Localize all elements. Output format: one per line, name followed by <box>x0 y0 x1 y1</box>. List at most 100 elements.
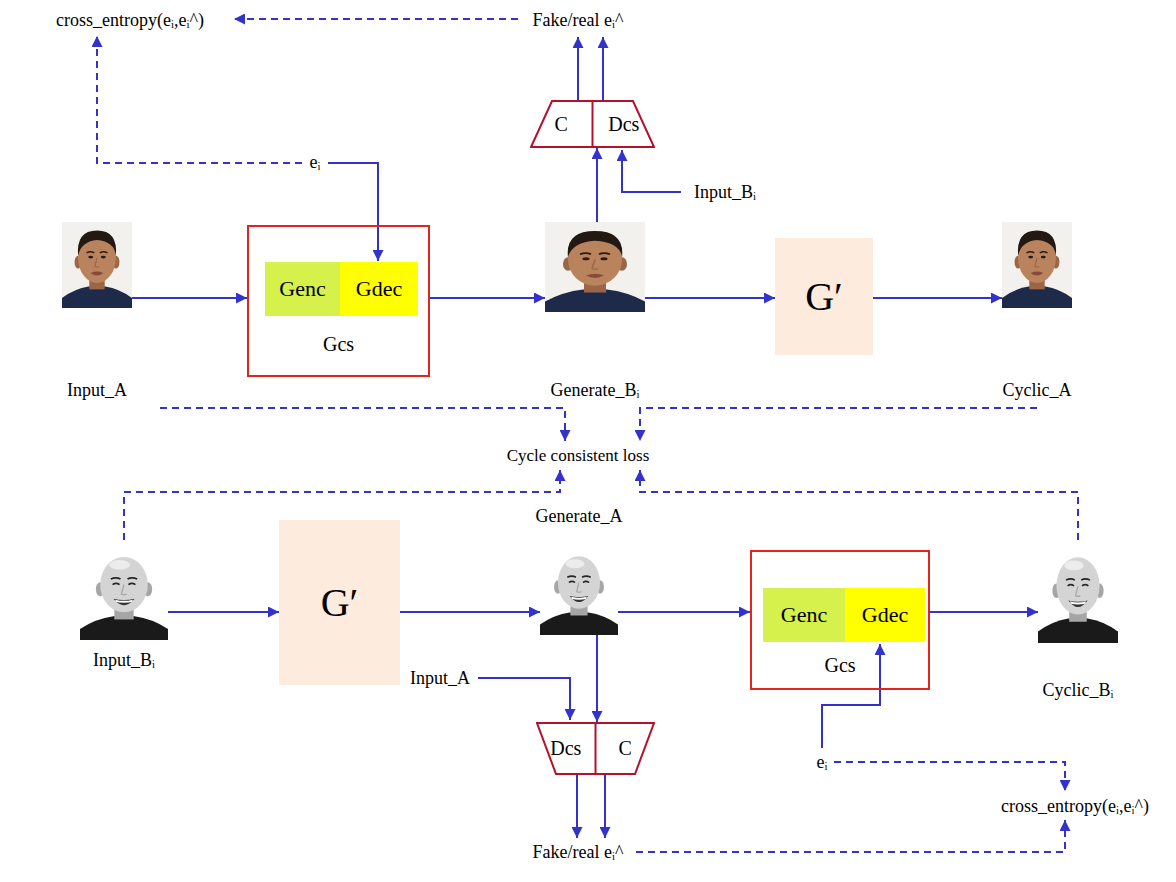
generator-part: Genc <box>265 262 340 316</box>
face-photo <box>1038 545 1118 643</box>
face-part <box>101 256 106 259</box>
label-holder: Cycle consistent loss <box>507 446 650 466</box>
flow-arrow <box>400 611 540 613</box>
generator-box: Gcs Genc Gdec <box>750 550 930 690</box>
label-holder: eᵢ <box>310 152 321 173</box>
face-part <box>128 583 135 584</box>
face-part <box>1002 222 1072 308</box>
loss-line <box>97 36 302 163</box>
flow-arrow <box>645 297 775 299</box>
module-name: G′ <box>321 580 359 626</box>
module-name: Gdec <box>862 602 908 627</box>
face-part <box>1056 557 1099 614</box>
face-part <box>1066 579 1075 580</box>
face-part <box>1076 586 1081 597</box>
face-image: Cyclic_Bᵢ <box>1038 545 1118 701</box>
face-part <box>1002 287 1072 309</box>
loss-line <box>160 408 565 441</box>
trapezoid-shape <box>537 723 654 774</box>
flow-arrow <box>430 297 545 299</box>
module-name: Genc <box>781 602 827 627</box>
module-name: Gcs <box>249 333 428 356</box>
output-line <box>576 775 578 838</box>
face-part <box>1068 601 1087 608</box>
flow-arrow <box>873 297 1002 299</box>
module-name: Gdec <box>356 276 402 301</box>
module-name: Dcs <box>593 113 656 136</box>
flow-arrow <box>168 611 279 613</box>
face-part <box>115 600 133 603</box>
label-holder: cross_entropy(eᵢ,eᵢ^) <box>56 10 204 31</box>
flow-arrow <box>596 148 598 222</box>
annotation-label: eᵢ <box>310 152 321 173</box>
output-line <box>604 775 606 838</box>
annotation-label: Cycle consistent loss <box>507 446 650 466</box>
annotation-label: Fake/real eᵢ^ <box>533 10 624 31</box>
module-name: Dcs <box>536 737 596 760</box>
face-part <box>558 556 600 609</box>
annotation-label: Input_A <box>410 668 470 689</box>
face-part <box>62 287 132 309</box>
face-part <box>1070 601 1086 604</box>
input-line <box>478 678 570 720</box>
face-part <box>1081 579 1090 580</box>
label-holder: Input_A <box>410 668 470 689</box>
loss-line <box>636 820 1065 852</box>
annotation-label: eᵢ <box>817 752 828 773</box>
face-part <box>540 612 618 635</box>
flow-arrow <box>596 635 598 722</box>
face-part <box>78 231 116 256</box>
condition-line <box>328 163 378 261</box>
face-photo <box>1002 222 1072 308</box>
face-part <box>80 616 168 640</box>
image-caption: Generate_A <box>536 506 623 527</box>
face-part <box>121 585 126 595</box>
face-part <box>1031 271 1044 275</box>
label-holder: Input_Bᵢ <box>694 182 756 203</box>
annotation-label: cross_entropy(eᵢ,eᵢ^) <box>56 10 204 31</box>
face-part <box>545 290 645 313</box>
trapezoid-shape <box>531 101 654 147</box>
face-part <box>1038 619 1118 644</box>
face-part <box>1038 545 1118 643</box>
face-part <box>1028 256 1033 259</box>
face-part <box>100 252 108 253</box>
module-name: C <box>596 737 656 760</box>
discriminator-classifier: CDcs <box>530 100 655 148</box>
face-part <box>95 258 99 267</box>
discriminator-classifier: DcsC <box>536 722 655 775</box>
face-photo <box>545 222 645 312</box>
face-part <box>577 582 582 592</box>
face-image: Generate_A <box>540 506 618 635</box>
face-photo <box>62 222 132 308</box>
module-name: C <box>530 113 593 136</box>
face-part <box>100 557 148 612</box>
face-part <box>569 581 575 582</box>
module-name: Genc <box>279 276 325 301</box>
face-part <box>1064 561 1083 571</box>
face-part <box>1018 231 1056 256</box>
face-image: Input_A <box>62 222 132 401</box>
label-holder: Fake/real eᵢ^ <box>533 842 624 863</box>
output-line <box>602 37 604 100</box>
generator-part: Gdec <box>845 588 925 642</box>
trapezoid-halves: DcsC <box>536 722 655 775</box>
image-caption: Input_Bᵢ <box>93 650 155 671</box>
module-name: Gcs <box>752 654 928 677</box>
generator-box: G′ <box>279 520 400 685</box>
face-part <box>1082 585 1088 586</box>
generator-part: Gdec <box>340 262 418 316</box>
face-part <box>113 599 134 605</box>
face-photo <box>540 545 618 635</box>
face-part <box>592 260 598 270</box>
face-part <box>62 222 132 308</box>
image-caption: Cyclic_Bᵢ <box>1043 680 1114 701</box>
face-part <box>111 578 121 579</box>
image-caption: Generate_Bᵢ <box>551 380 640 401</box>
face-part <box>568 231 623 257</box>
face-part <box>586 274 604 278</box>
face-part <box>128 578 138 579</box>
annotation-label: Input_Bᵢ <box>694 182 756 203</box>
flow-arrow <box>618 611 750 613</box>
face-part <box>583 581 589 582</box>
